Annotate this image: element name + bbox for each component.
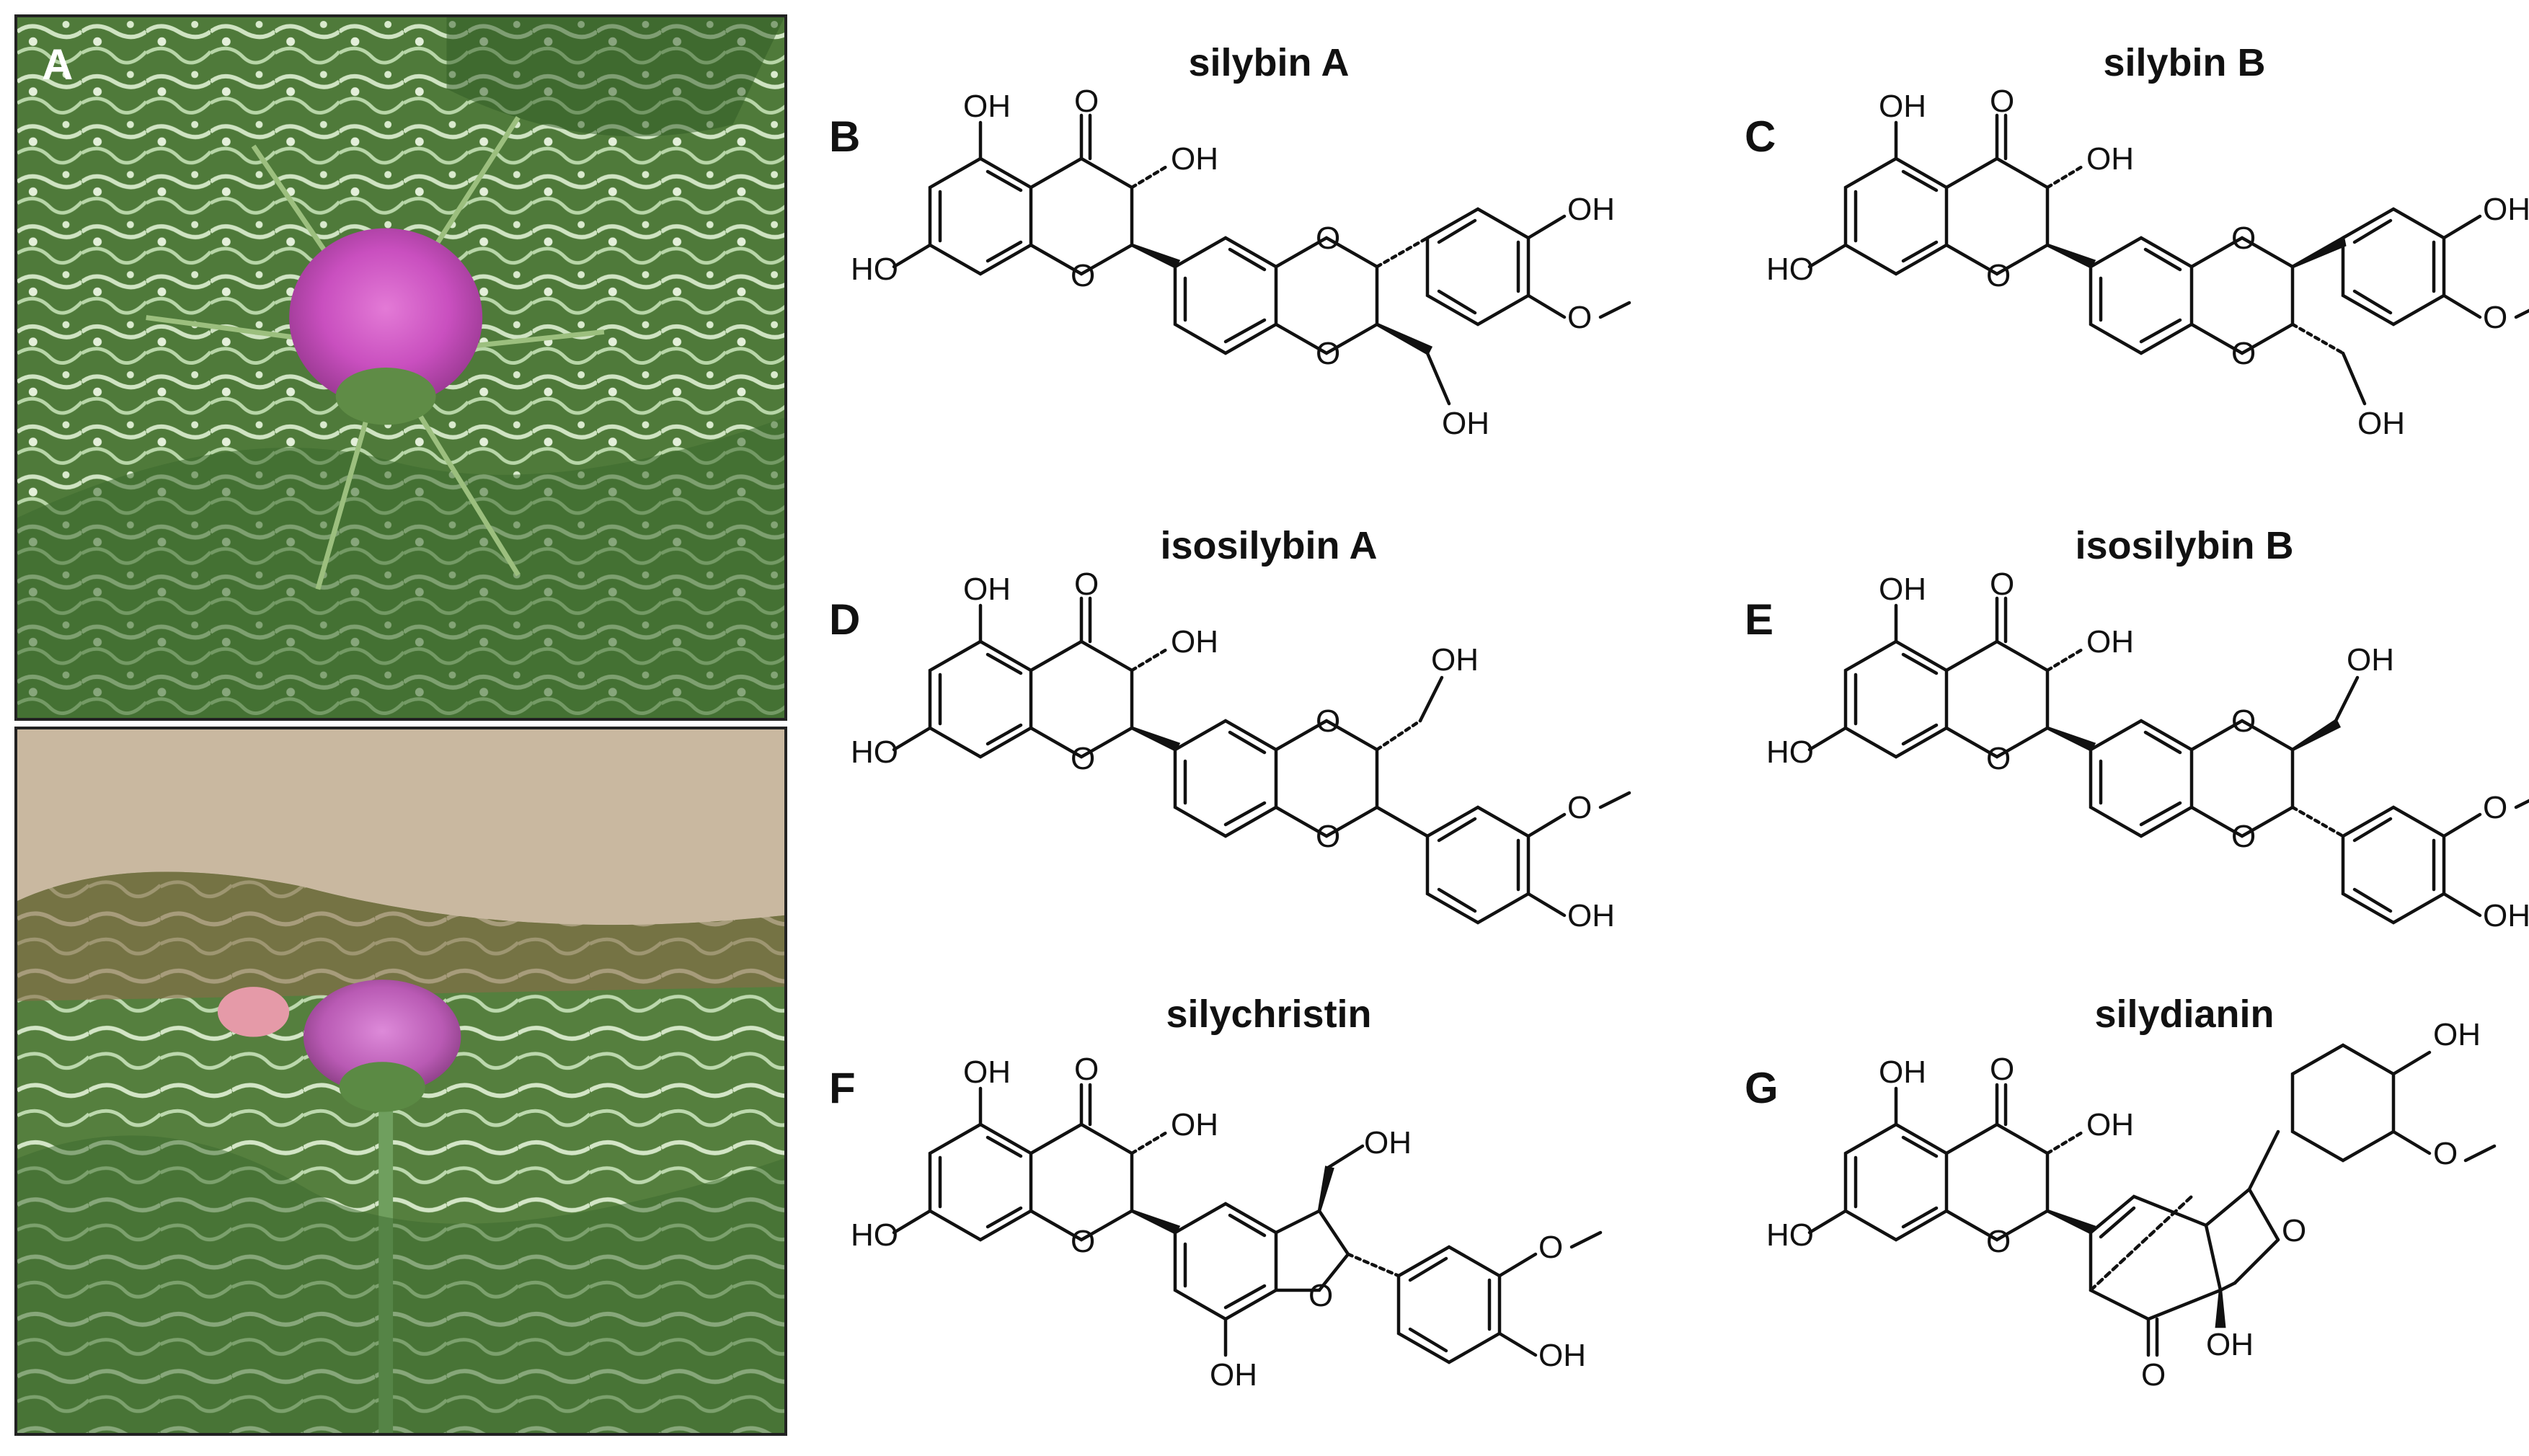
atom-label: OH <box>1567 192 1615 227</box>
atom-label: OH <box>2433 1017 2481 1052</box>
atom-label: OH <box>2086 141 2134 177</box>
atom-label: O <box>2231 703 2256 739</box>
structure-silybin-a: OH O OH HO O O OH O O OH <box>851 84 1631 441</box>
panel-g-silydianin: silydianin G OH O OH HO O OH O O OH <box>1745 995 2529 1442</box>
atom-label: OH <box>1171 624 1218 660</box>
thistle-photo-image <box>17 17 784 718</box>
panel-letter-f: F <box>829 1064 856 1112</box>
atom-label: OH <box>1210 1357 1257 1393</box>
atom-label: O <box>1074 84 1099 119</box>
panel-f-silychristin: silychristin F OH O OH HO O OH O OH O <box>829 995 1709 1442</box>
compound-title: silydianin <box>2094 993 2275 1036</box>
atom-label: OH <box>1879 572 1926 607</box>
panel-letter-e: E <box>1745 595 1774 644</box>
atom-label: O <box>1990 84 2014 119</box>
atom-label: HO <box>851 252 898 287</box>
atom-label: O <box>2231 819 2256 854</box>
atom-label: O <box>1074 1052 1099 1087</box>
atom-label: O <box>1538 1230 1563 1265</box>
atom-label: OH <box>963 572 1011 607</box>
atom-label: OH <box>2347 642 2394 678</box>
atom-label: O <box>2231 336 2256 371</box>
atom-label: OH <box>2483 898 2529 933</box>
atom-label: HO <box>851 1217 898 1253</box>
atom-label: O <box>1567 790 1592 825</box>
atom-label: OH <box>1567 898 1615 933</box>
atom-label: O <box>1986 258 2011 293</box>
atom-label: OH <box>1879 89 1926 124</box>
compound-title: silybin B <box>2103 41 2266 84</box>
atom-label: OH <box>1431 642 1479 678</box>
atom-label: O <box>2141 1357 2166 1393</box>
panel-b-silybin-a: silybin A B OH O OH HO O O OH O O <box>829 43 1709 490</box>
thistle-photo-image <box>17 729 784 1433</box>
atom-label: O <box>2231 221 2256 256</box>
atom-label: O <box>1071 1224 1095 1259</box>
photo-thistle-flower-top <box>14 14 787 721</box>
atom-label: OH <box>1171 1107 1218 1142</box>
structure-silybin-b: OH O OH HO O O OH O O OH <box>1766 84 2529 441</box>
atom-label: O <box>1071 741 1095 776</box>
structure-silychristin: OH O OH HO O OH O OH O OH <box>851 1052 1603 1393</box>
compound-title: silybin A <box>1188 41 1350 84</box>
atom-label: O <box>1567 300 1592 335</box>
atom-label: O <box>2282 1213 2306 1248</box>
atom-label: HO <box>851 734 898 770</box>
atom-label: OH <box>2357 406 2405 441</box>
atom-label: OH <box>963 1055 1011 1090</box>
structure-isosilybin-b: OH O OH HO O O OH O O OH <box>1766 567 2529 933</box>
atom-label: O <box>1308 1278 1333 1313</box>
atom-label: O <box>1316 819 1340 854</box>
panel-letter-g: G <box>1745 1064 1779 1112</box>
atom-label: OH <box>963 89 1011 124</box>
atom-label: HO <box>1766 252 1814 287</box>
atom-label: O <box>2433 1136 2458 1171</box>
structure-silydianin: OH O OH HO O OH O O OH O <box>1766 1017 2497 1393</box>
atom-label: O <box>1990 567 2014 602</box>
atom-label: OH <box>1538 1338 1586 1373</box>
structure-isosilybin-a: OH O OH HO O O OH O O OH <box>851 567 1631 933</box>
atom-label: O <box>1986 1224 2011 1259</box>
atom-label: OH <box>2086 1107 2134 1142</box>
panel-letter-d: D <box>829 595 861 644</box>
atom-label: O <box>1316 221 1340 256</box>
atom-label: O <box>2483 300 2507 335</box>
atom-label: O <box>1990 1052 2014 1087</box>
atom-label: OH <box>1364 1125 1412 1160</box>
atom-label: HO <box>1766 1217 1814 1253</box>
atom-label: OH <box>1171 141 1218 177</box>
atom-label: OH <box>1442 406 1489 441</box>
compound-title: isosilybin A <box>1160 524 1378 567</box>
atom-label: O <box>1071 258 1095 293</box>
atom-label: O <box>1316 336 1340 371</box>
compound-title: silychristin <box>1166 993 1372 1036</box>
atom-label: HO <box>1766 734 1814 770</box>
panel-letter-a: A <box>42 40 74 89</box>
compound-title: isosilybin B <box>2075 524 2294 567</box>
atom-label: OH <box>2483 192 2529 227</box>
panel-letter-c: C <box>1745 112 1776 161</box>
atom-label: O <box>1074 567 1099 602</box>
panel-e-isosilybin-b: isosilybin B E OH O OH HO O O OH O O OH <box>1745 526 2529 973</box>
panel-c-silybin-b: silybin B C OH O OH HO O O OH O O <box>1745 43 2529 490</box>
atom-label: OH <box>2206 1327 2254 1362</box>
panel-letter-b: B <box>829 112 861 161</box>
atom-label: OH <box>2086 624 2134 660</box>
photo-thistle-flower-bottom <box>14 727 787 1436</box>
atom-label: O <box>1986 741 2011 776</box>
atom-label: OH <box>1879 1055 1926 1090</box>
atom-label: O <box>2483 790 2507 825</box>
atom-label: O <box>1316 703 1340 739</box>
panel-d-isosilybin-a: isosilybin A D OH O OH HO O O OH O O OH <box>829 526 1709 973</box>
